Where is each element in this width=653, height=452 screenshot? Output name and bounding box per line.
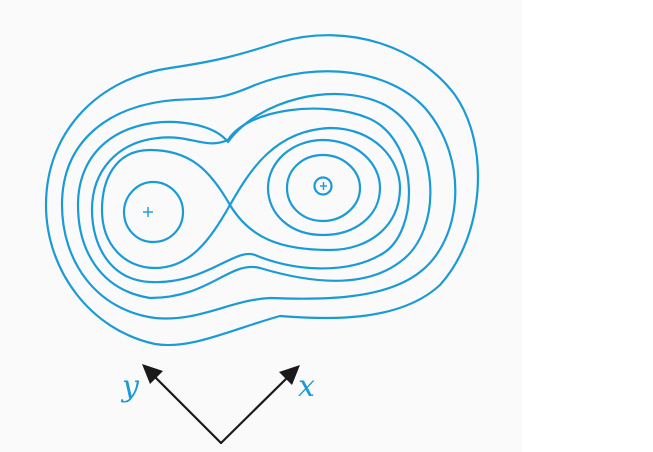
y-axis-arrowhead (142, 364, 163, 384)
x-axis-line (219, 372, 293, 445)
contour-left-ring (122, 180, 185, 244)
coordinate-axes: y x (120, 364, 315, 445)
figure-panel: y x (44, 34, 479, 445)
y-axis-label: y (120, 369, 140, 404)
center-marker-right (320, 182, 327, 190)
contour-outer-6 (60, 70, 457, 320)
contour-outer-5 (76, 92, 432, 300)
contour-right-ring-2 (285, 153, 362, 223)
center-marker-left (143, 207, 153, 217)
x-axis-label: x (298, 369, 315, 404)
x-axis-arrowhead (279, 365, 300, 385)
contour-right-ring-1 (266, 138, 382, 237)
y-axis-line (150, 372, 223, 445)
contour-right-center-circle (313, 176, 333, 196)
contour-outer-4 (90, 107, 410, 284)
contour-diagram: y x (44, 34, 479, 445)
contour-figure-eight (100, 126, 402, 270)
contour-lines (44, 34, 479, 347)
contour-outer-7 (44, 34, 479, 347)
